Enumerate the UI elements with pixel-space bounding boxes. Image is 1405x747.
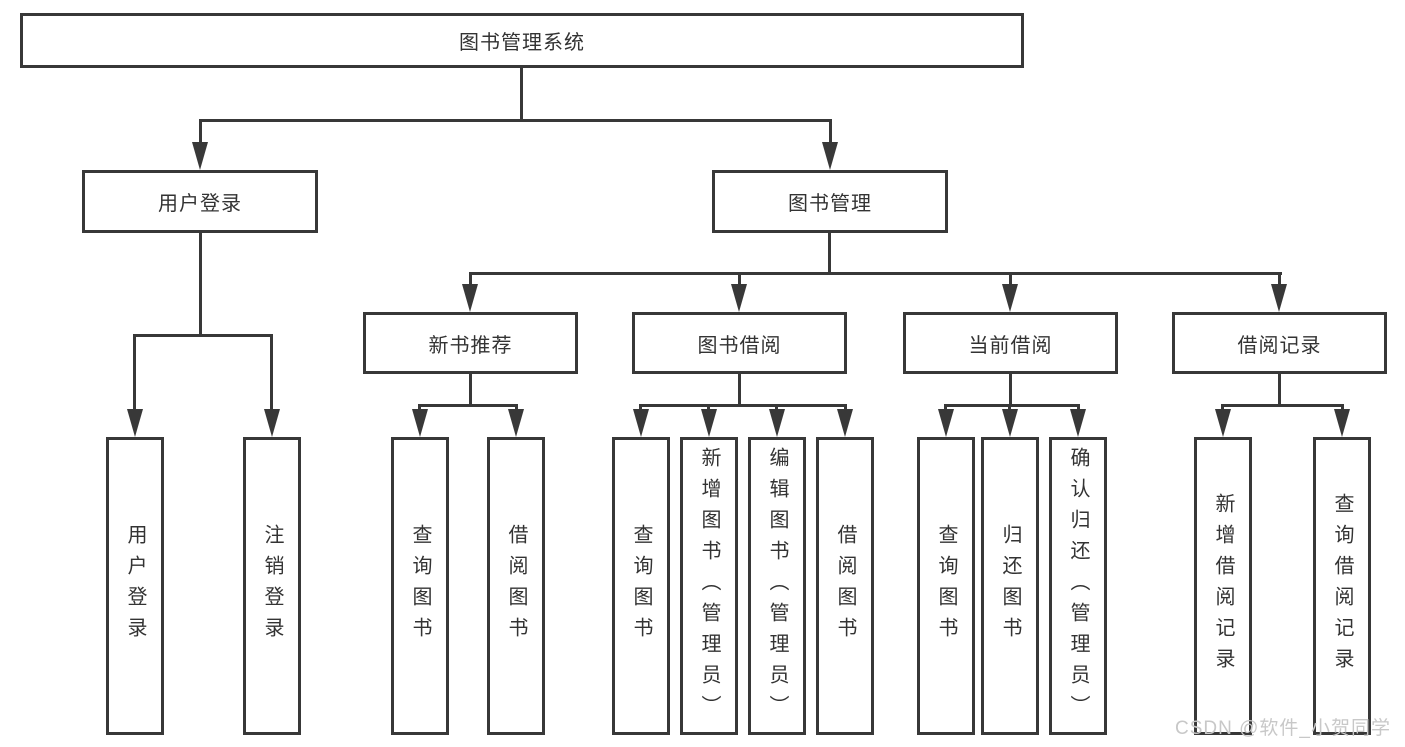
arrowhead-current-borrow: [1002, 284, 1018, 312]
leaf-newbook-borrow-books-label: 借阅图书: [505, 524, 527, 648]
connector-borrow-split: [639, 404, 847, 407]
node-book-management: 图书管理: [712, 170, 948, 233]
arrowhead-current-leaf3: [1070, 409, 1086, 437]
arrowhead-book-borrow: [731, 284, 747, 312]
arrowhead-borrow-leaf3: [769, 409, 785, 437]
node-borrow-record-label: 借阅记录: [1237, 334, 1322, 357]
leaf-confirm-return-admin-label: 确认归还（管理员）: [1067, 446, 1089, 726]
node-user-login-label: 用户登录: [158, 193, 242, 215]
arrowhead-new-book: [462, 284, 478, 312]
leaf-add-borrow-record: 新增借阅记录: [1194, 437, 1252, 735]
node-new-book-recommend: 新书推荐: [363, 312, 578, 374]
connector-to-new-book: [469, 272, 472, 288]
node-new-book-recommend-label: 新书推荐: [428, 334, 513, 357]
arrowhead-current-leaf1: [938, 409, 954, 437]
arrowhead-current-leaf2: [1002, 409, 1018, 437]
connector-login-split: [133, 334, 273, 337]
connector-mgmt-split: [469, 272, 1282, 275]
node-current-borrow-label: 当前借阅: [968, 334, 1053, 357]
connector-record-stem: [1278, 374, 1281, 407]
leaf-newbook-borrow-books: 借阅图书: [487, 437, 545, 735]
arrowhead-newbook-leaf1: [412, 409, 428, 437]
connector-to-book-borrow: [738, 272, 741, 288]
connector-mgmt-stem: [828, 233, 831, 274]
leaf-borrow-books: 借阅图书: [816, 437, 874, 735]
leaf-borrow-books-label: 借阅图书: [834, 524, 856, 648]
arrowhead-book-mgmt: [822, 142, 838, 170]
leaf-borrow-query-books-label: 查询图书: [630, 524, 652, 648]
leaf-logout: 注销登录: [243, 437, 301, 735]
arrowhead-user-login: [192, 142, 208, 170]
connector-newbook-stem: [469, 374, 472, 407]
connector-newbook-split: [418, 404, 518, 407]
leaf-add-books-admin: 新增图书（管理员）: [680, 437, 738, 735]
connector-to-borrow-record: [1278, 272, 1281, 288]
connector-current-split: [944, 404, 1080, 407]
arrowhead-leaf-login: [127, 409, 143, 437]
leaf-user-login-label: 用户登录: [124, 524, 146, 648]
csdn-watermark: CSDN @软件_小贺同学: [1175, 718, 1391, 739]
arrowhead-record-leaf2: [1334, 409, 1350, 437]
leaf-logout-label: 注销登录: [261, 524, 283, 648]
node-root-label: 图书管理系统: [459, 32, 585, 54]
connector-to-book-mgmt: [829, 119, 832, 147]
arrowhead-record-leaf1: [1215, 409, 1231, 437]
connector-to-leaf-login: [133, 334, 136, 412]
arrowhead-borrow-record: [1271, 284, 1287, 312]
arrowhead-borrow-leaf2: [701, 409, 717, 437]
arrowhead-newbook-leaf2: [508, 409, 524, 437]
node-current-borrow: 当前借阅: [903, 312, 1118, 374]
arrowhead-leaf-logout: [264, 409, 280, 437]
connector-to-user-login: [199, 119, 202, 147]
leaf-current-query-books-label: 查询图书: [935, 524, 957, 648]
connector-record-split: [1221, 404, 1344, 407]
node-root: 图书管理系统: [20, 13, 1024, 68]
leaf-newbook-query-books-label: 查询图书: [409, 524, 431, 648]
leaf-edit-books-admin: 编辑图书（管理员）: [748, 437, 806, 735]
leaf-current-query-books: 查询图书: [917, 437, 975, 735]
leaf-query-borrow-record-label: 查询借阅记录: [1331, 493, 1353, 679]
leaf-confirm-return-admin: 确认归还（管理员）: [1049, 437, 1107, 735]
leaf-return-books-label: 归还图书: [999, 524, 1021, 648]
connector-root-stem: [520, 67, 523, 120]
leaf-add-borrow-record-label: 新增借阅记录: [1212, 493, 1234, 679]
leaf-borrow-query-books: 查询图书: [612, 437, 670, 735]
arrowhead-borrow-leaf4: [837, 409, 853, 437]
node-book-management-label: 图书管理: [788, 193, 872, 215]
connector-current-stem: [1009, 374, 1012, 407]
connector-login-stem: [199, 233, 202, 335]
leaf-add-books-admin-label: 新增图书（管理员）: [698, 446, 720, 726]
leaf-edit-books-admin-label: 编辑图书（管理员）: [766, 446, 788, 726]
connector-borrow-stem: [738, 374, 741, 407]
connector-to-leaf-logout: [270, 334, 273, 412]
connector-to-current-borrow: [1009, 272, 1012, 288]
leaf-user-login: 用户登录: [106, 437, 164, 735]
node-borrow-record: 借阅记录: [1172, 312, 1387, 374]
node-user-login: 用户登录: [82, 170, 318, 233]
connector-root-split: [199, 119, 832, 122]
node-book-borrow: 图书借阅: [632, 312, 847, 374]
arrowhead-borrow-leaf1: [633, 409, 649, 437]
leaf-newbook-query-books: 查询图书: [391, 437, 449, 735]
leaf-return-books: 归还图书: [981, 437, 1039, 735]
node-book-borrow-label: 图书借阅: [697, 334, 782, 357]
leaf-query-borrow-record: 查询借阅记录: [1313, 437, 1371, 735]
